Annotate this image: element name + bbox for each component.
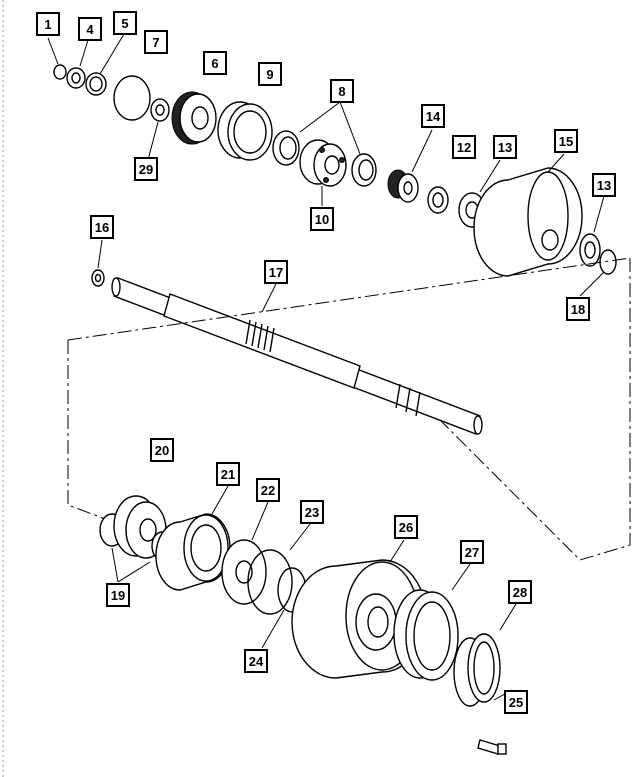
- snap-ring-18: [599, 249, 617, 275]
- gear-6: [171, 91, 217, 145]
- callout-8: 8: [330, 79, 354, 103]
- callout-25: 25: [504, 690, 528, 714]
- snap-ring-23: [247, 549, 293, 615]
- callout-29: 29: [134, 157, 158, 181]
- planet-carrier-20: [99, 495, 173, 561]
- planet-carrier-10: [299, 139, 347, 187]
- ring-gear-9: [217, 101, 273, 161]
- main-shaft-17: [111, 277, 483, 435]
- ring-8b: [351, 153, 377, 187]
- snap-ring-7: [113, 75, 151, 121]
- callout-20: 20: [150, 438, 174, 462]
- ring-8a: [272, 130, 300, 166]
- callout-14: 14: [421, 104, 445, 128]
- callout-9: 9: [258, 62, 282, 86]
- callout-4: 4: [78, 17, 102, 41]
- callout-21: 21: [216, 462, 240, 486]
- callout-18: 18: [566, 297, 590, 321]
- callout-1: 1: [36, 12, 60, 36]
- snap-ring-1: [53, 64, 67, 80]
- callout-7: 7: [144, 30, 168, 54]
- callout-19: 19: [106, 583, 130, 607]
- plate-13b: [579, 233, 601, 267]
- callout-28: 28: [508, 580, 532, 604]
- leader-lines: [47, 33, 605, 701]
- callout-26: 26: [394, 515, 418, 539]
- callout-15: 15: [554, 129, 578, 153]
- sun-gear-14: [387, 169, 419, 203]
- callout-24: 24: [244, 649, 268, 673]
- washer-4: [66, 67, 86, 89]
- callout-10: 10: [310, 207, 334, 231]
- callout-27: 27: [460, 540, 484, 564]
- callout-12: 12: [452, 135, 476, 159]
- sprag-clutch-28: [453, 633, 501, 707]
- callout-13-top: 13: [493, 135, 517, 159]
- ring-27: [393, 589, 459, 681]
- callout-6: 6: [203, 51, 227, 75]
- callout-13-right: 13: [592, 173, 616, 197]
- ring-5: [85, 72, 107, 96]
- washer-29: [150, 98, 170, 122]
- drum-15: [473, 167, 583, 277]
- callout-5: 5: [113, 11, 137, 35]
- gear-22: [221, 539, 267, 605]
- washer-12: [427, 186, 449, 214]
- callout-16: 16: [90, 215, 114, 239]
- callout-23: 23: [300, 500, 324, 524]
- ring-gear-21: [155, 513, 231, 591]
- callout-17: 17: [264, 260, 288, 284]
- washer-16: [91, 269, 105, 287]
- callout-22: 22: [256, 478, 280, 502]
- bolt-25: [477, 739, 507, 755]
